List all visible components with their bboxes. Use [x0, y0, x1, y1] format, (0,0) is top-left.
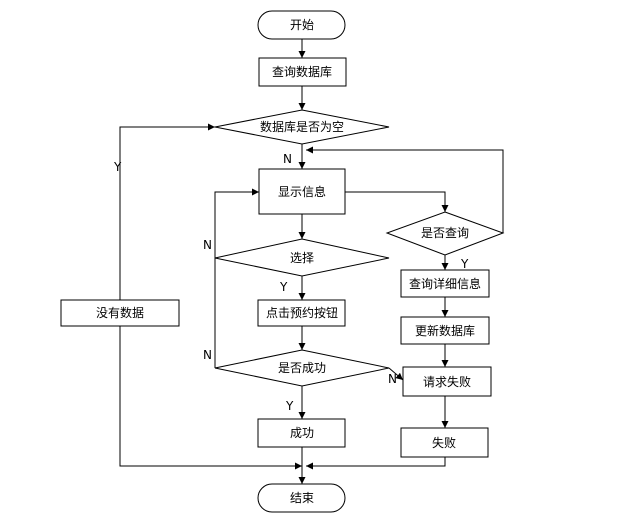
label-choose-yes: Y [279, 280, 288, 294]
node-fail-label: 失败 [432, 435, 456, 450]
node-request-fail: 请求失败 [402, 366, 492, 397]
node-request-fail-label: 请求失败 [423, 374, 471, 389]
node-show-info: 显示信息 [258, 168, 346, 215]
label-is-success-no-right: N [388, 372, 397, 386]
node-success: 成功 [257, 418, 346, 448]
node-update-db: 更新数据库 [400, 316, 490, 345]
edge-isquery-back [306, 146, 504, 233]
node-query-db-label: 查询数据库 [272, 64, 332, 79]
node-query-db: 查询数据库 [258, 57, 347, 87]
label-db-empty-yes: Y [113, 160, 122, 174]
node-update-db-label: 更新数据库 [415, 323, 475, 338]
label-is-success-no-left: N [203, 348, 212, 362]
node-show-info-label: 显示信息 [278, 184, 326, 199]
label-db-empty-no: N [283, 152, 292, 166]
node-query-detail-label: 查询详细信息 [409, 276, 481, 291]
edge-fail-merge [306, 457, 446, 470]
node-click-reserve-label: 点击预约按钮 [266, 305, 338, 320]
node-is-query-label: 是否查询 [421, 226, 469, 240]
node-query-detail: 查询详细信息 [400, 269, 490, 298]
node-is-success: 是否成功 [214, 349, 390, 387]
node-no-data-label: 没有数据 [96, 305, 144, 320]
node-click-reserve: 点击预约按钮 [257, 299, 346, 327]
node-success-label: 成功 [290, 426, 314, 440]
node-db-empty: 数据库是否为空 [214, 109, 390, 145]
edges [119, 39, 504, 484]
node-end-label: 结束 [290, 491, 314, 505]
edge-nodata-merge [119, 326, 302, 470]
node-start: 开始 [257, 10, 346, 40]
node-choose: 选择 [214, 238, 390, 277]
label-is-query-yes: Y [460, 257, 469, 271]
node-end: 结束 [257, 483, 346, 513]
edge-dbempty-nodata [119, 126, 215, 300]
node-start-label: 开始 [290, 18, 314, 32]
node-no-data: 没有数据 [60, 299, 180, 327]
node-choose-label: 选择 [290, 251, 314, 265]
edge-success-reqfail [388, 367, 404, 381]
node-fail: 失败 [400, 427, 489, 458]
label-choose-no: N [203, 238, 212, 252]
node-is-query: 是否查询 [385, 211, 505, 256]
node-db-empty-label: 数据库是否为空 [260, 119, 344, 134]
edge-show-isquery [345, 191, 449, 212]
edge-choose-back [214, 188, 259, 258]
node-is-success-label: 是否成功 [278, 361, 326, 375]
label-is-success-yes: Y [285, 399, 294, 413]
